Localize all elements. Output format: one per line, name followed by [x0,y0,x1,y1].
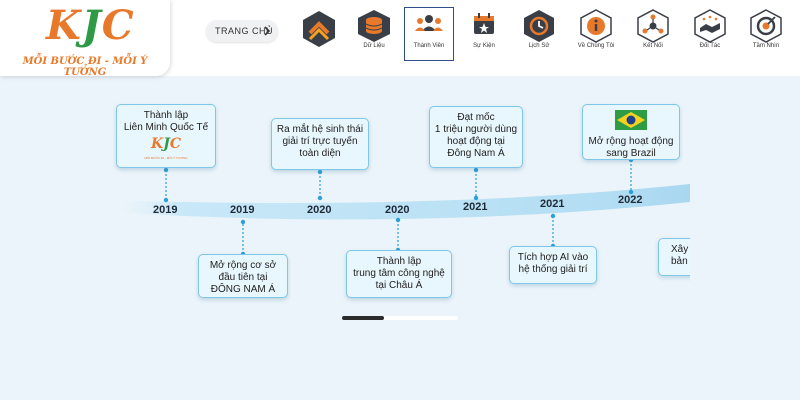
logo-letter-j: J [81,2,102,49]
info-icon [580,9,612,43]
timeline-event-card[interactable]: Thành lập trung tâm công nghệ tại Châu Á [346,250,452,298]
event-text-line: Mở rộng cơ sở [209,260,277,271]
timeline-clip-region [690,76,800,400]
logo-letter-k: K [46,2,82,49]
home-button[interactable]: TRANG CHỦ [206,20,278,42]
event-text-line: đầu tiên tại [218,272,268,283]
mini-logo-wordmark: KJC [135,137,197,152]
network-icon [637,9,669,43]
nav-label: Về Chúng Tôi [577,43,615,49]
timeline-year: 2021 [463,201,488,213]
logo-wordmark: KJC [46,2,135,50]
event-text-line: Đông Nam Á [447,148,505,159]
timeline-year: 2021 [540,198,565,210]
mini-logo-letter: C [169,136,181,152]
event-text-line: Ra mắt hệ sinh thái [276,124,364,135]
timeline-year: 2020 [307,204,332,216]
nav-item-connect[interactable]: Kết Nối [630,9,676,59]
event-text-line: ĐÔNG NAM Á [210,284,276,295]
nav-item-about[interactable]: Về Chúng Tôi [573,9,619,59]
timeline-event-card[interactable]: Thành lập Liên Minh Quốc Tế KJC MỖI BƯỚC… [116,104,216,168]
event-text-line: sang Brazil [606,148,656,159]
event-text-line: Xây [671,244,689,255]
event-text-line: Đạt mốc [457,112,495,123]
nav-label: Tầm Nhìn [752,43,780,49]
nav-label: Thành Viên [413,43,445,49]
target-icon [750,9,782,43]
timeline-year: 2022 [618,194,643,206]
history-timeline-panel[interactable]: 2019 2019 2020 2020 2021 2021 2022 Thành… [0,76,800,400]
timeline-event-card[interactable]: Mở rộng hoạt động sang Brazil [582,104,680,160]
timeline-year: 2019 [230,204,255,216]
timeline-year: 2020 [385,204,410,216]
event-text-line: Thành lập [376,256,422,267]
chevron-up-icon [303,11,335,47]
nav-label: Lịch Sử [528,43,550,49]
event-text-line: bản đ [671,256,697,267]
event-text-line: hệ thống giải trí [518,264,588,275]
brand-logo[interactable]: KJC MỖI BƯỚC ĐI - MỖI Ý TƯỞNG [0,0,170,78]
nav-item-up[interactable] [296,9,342,59]
event-text-line: 1 triệu người dùng [434,124,518,135]
nav-item-vision[interactable]: Tầm Nhìn [743,9,789,59]
event-text-line: trung tâm công nghệ [353,268,445,279]
nav-label: Sự Kiện [473,43,495,49]
timeline-scrollbar[interactable] [342,316,458,320]
event-text-line: Tích hợp AI vào [517,252,589,263]
event-text-line: toàn diện [299,148,341,159]
nav-label: Dữ Liệu [363,43,385,49]
event-text-line: tại Châu Á [375,280,423,291]
calendar-icon [474,13,494,34]
top-navigation-bar: KJC MỖI BƯỚC ĐI - MỖI Ý TƯỞNG TRANG CHỦ … [0,0,800,78]
event-text-line: Thành lập [143,110,189,121]
brazil-flag-icon [615,110,647,130]
timeline-event-card[interactable]: Tích hợp AI vào hệ thống giải trí [509,246,597,284]
event-text-line: Mở rộng hoạt động [588,136,674,147]
event-text-line: hoạt động tại [447,136,505,147]
flag-shape [615,110,647,130]
logo-slogan: MỖI BƯỚC ĐI - MỖI Ý TƯỞNG [22,56,148,78]
nav-item-data[interactable]: Dữ Liệu [351,9,397,59]
scrollbar-thumb[interactable] [342,316,384,320]
event-text-line: giải trí trực tuyến [282,136,358,147]
users-icon [415,15,443,31]
timeline-event-card[interactable]: Ra mắt hệ sinh thái giải trí trực tuyến … [271,118,369,170]
nav-item-events[interactable]: Sự Kiện [461,9,507,59]
nav-label: Kết Nối [643,43,663,49]
database-icon [358,10,390,42]
chevron-right-icon [264,26,271,36]
kjc-mini-logo: KJC MỖI BƯỚC ĐI - MỖI Ý TƯỞNG [135,137,197,164]
timeline-event-card[interactable]: Đạt mốc 1 triệu người dùng hoạt động tại… [429,106,523,168]
clock-icon [524,10,554,42]
mini-logo-slogan: MỖI BƯỚC ĐI - MỖI Ý TƯỞNG [144,156,188,160]
timeline-event-card[interactable]: Mở rộng cơ sở đầu tiên tại ĐÔNG NAM Á [198,254,288,298]
nav-item-history[interactable]: Lịch Sử [516,9,562,59]
logo-letter-c: C [101,2,135,49]
event-text-line: Liên Minh Quốc Tế [123,122,209,133]
timeline-year: 2019 [153,204,178,216]
mini-logo-letter: J [163,136,170,152]
handshake-icon [694,9,726,43]
mini-logo-letter: K [151,136,164,152]
nav-label: Đối Tác [699,43,721,49]
nav-item-partners[interactable]: Đối Tác [687,9,733,59]
home-label: TRANG CHỦ [215,26,273,36]
nav-item-members[interactable]: Thành Viên [404,7,454,61]
